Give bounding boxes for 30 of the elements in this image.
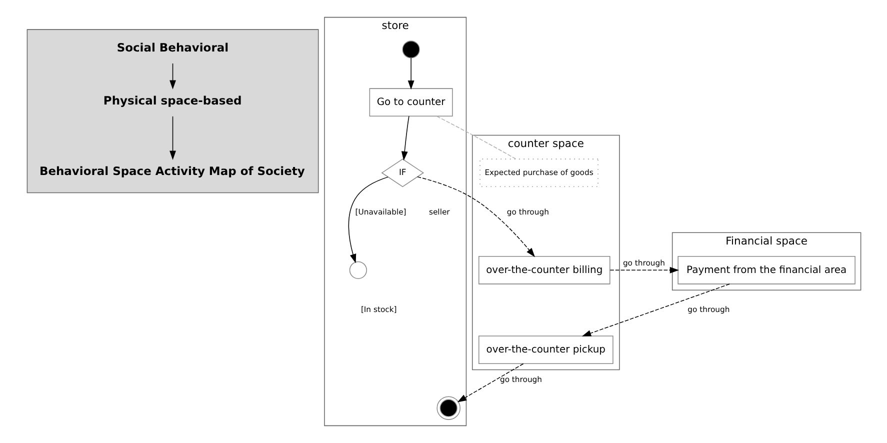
connector xyxy=(436,116,516,160)
node-box: Payment from the financial area xyxy=(677,256,855,284)
arrow xyxy=(169,63,176,90)
node-text: Social Behavioral xyxy=(116,40,228,54)
label: seller xyxy=(428,208,450,217)
arrow xyxy=(609,266,679,274)
cluster xyxy=(26,29,318,194)
arrow xyxy=(400,116,409,161)
arrow xyxy=(416,176,534,258)
label: [In stock] xyxy=(360,304,396,314)
node-text: Behavioral Space Activity Map of Society xyxy=(38,164,304,178)
arrow xyxy=(348,176,388,264)
node-box: Expected purchase of goods xyxy=(479,158,598,188)
node-circle xyxy=(348,261,366,279)
node-circle xyxy=(436,396,460,420)
node-circle xyxy=(402,40,420,58)
node-diamond: IF xyxy=(380,158,424,188)
node-text: Physical space-based xyxy=(102,93,242,108)
arrow xyxy=(581,284,730,336)
node-box: over-the-counter pickup xyxy=(478,336,613,364)
arrow xyxy=(169,116,176,160)
edge-label: go through xyxy=(499,375,542,384)
node-box: Go to counter xyxy=(368,88,452,117)
edge-label: go through xyxy=(687,304,730,314)
edge-label: [Unavailable] xyxy=(354,208,406,217)
arrow xyxy=(456,363,524,402)
node-box: over-the-counter billing xyxy=(478,256,610,284)
arrow xyxy=(407,58,414,90)
edge-label: go through xyxy=(622,258,665,268)
edge-label: go through xyxy=(506,208,548,217)
